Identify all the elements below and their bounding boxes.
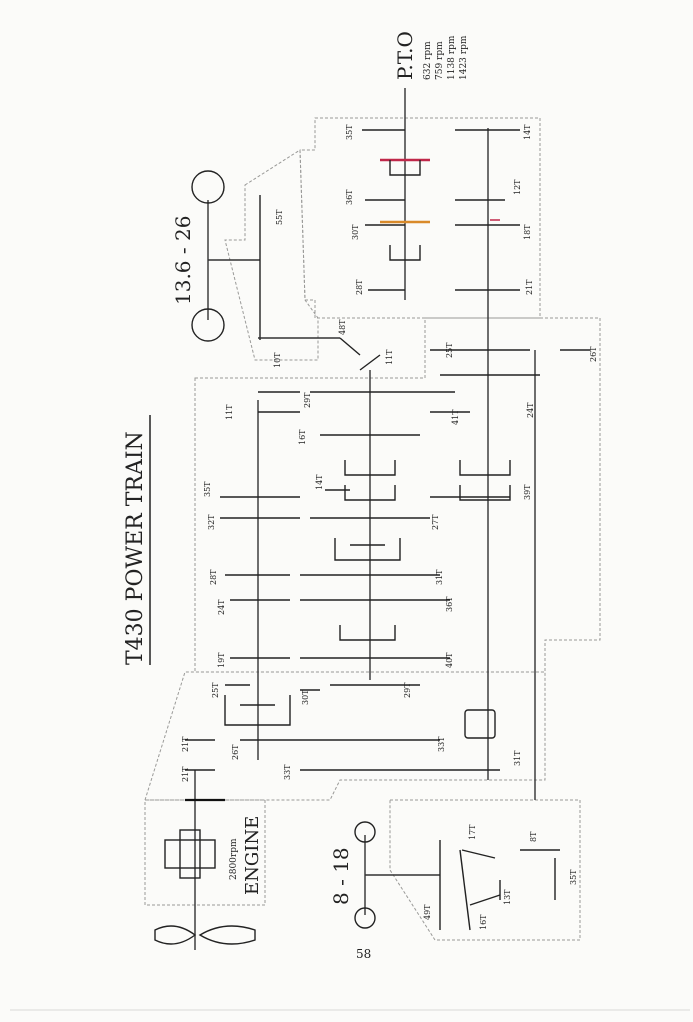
- bevel-48t: [339, 337, 361, 356]
- label-16t: 16T: [298, 429, 307, 445]
- label-29t: 29T: [303, 392, 312, 408]
- label-25t-b: 25T: [211, 682, 220, 698]
- synchro-hi-lo: [344, 460, 396, 501]
- label-40t: 40T: [445, 652, 454, 668]
- label-27t: 27T: [431, 514, 440, 530]
- label-29t-b: 29T: [403, 682, 412, 698]
- gearbox-housing-outline: [194, 317, 601, 673]
- diagram-title: T430 POWER TRAIN: [123, 431, 148, 665]
- rear-axle-housing-outline: [224, 149, 319, 361]
- rear-tire-size: 13.6 - 26: [171, 216, 195, 305]
- front-drive-housing-outline: [389, 799, 581, 941]
- label-32t: 32T: [207, 514, 216, 530]
- page-number: 58: [356, 947, 371, 961]
- pto-speed-2: 759 rpm: [435, 41, 445, 80]
- label-17t: 17T: [468, 824, 477, 840]
- label-8t: 8T: [529, 831, 538, 842]
- front-intermediate-shaft: [459, 849, 471, 931]
- synchro-range: [224, 695, 291, 726]
- fan-blade-right: [198, 925, 256, 945]
- clutch-pack: [179, 829, 201, 879]
- label-21t-b: 21T: [181, 766, 190, 782]
- fan-blade-left: [154, 925, 197, 945]
- label-35t: 35T: [345, 124, 354, 140]
- label-36t-b: 36T: [445, 596, 454, 612]
- flywheel: [164, 839, 216, 869]
- front-gear-17t: [461, 849, 496, 859]
- label-18t: 18T: [523, 224, 532, 240]
- label-41t: 41T: [451, 409, 460, 425]
- label-48t: 48T: [338, 319, 347, 335]
- label-13t: 13T: [503, 889, 512, 905]
- label-25t: 25T: [445, 342, 454, 358]
- pto-speed-4: 1423 rpm: [459, 35, 469, 80]
- engine-speed: 2800rpm: [229, 838, 239, 880]
- label-24t: 24T: [526, 402, 535, 418]
- engine-label: ENGINE: [242, 816, 263, 895]
- label-28t: 28T: [355, 279, 364, 295]
- label-55t: 55T: [275, 209, 284, 225]
- label-26t: 26T: [589, 346, 598, 362]
- label-12t: 12T: [513, 179, 522, 195]
- front-wheel-left: [354, 907, 376, 929]
- pto-label: P.T.O: [393, 31, 417, 80]
- label-30t-b: 30T: [301, 689, 310, 705]
- label-26t-b: 26T: [231, 744, 240, 760]
- label-31t: 31T: [435, 569, 444, 585]
- synchro-3-4: [334, 538, 401, 561]
- rear-wheel-right: [191, 170, 225, 204]
- pto-housing-outline: [299, 117, 541, 319]
- synchro-pto-range: [459, 460, 511, 501]
- label-11t: 11T: [385, 349, 394, 365]
- range-box-housing-outline: [144, 671, 546, 801]
- label-16t-b: 16T: [479, 914, 488, 930]
- label-30t: 30T: [351, 224, 360, 240]
- front-tire-size: 8 - 18: [329, 847, 353, 905]
- rear-wheel-left: [191, 308, 225, 342]
- label-49t: 49T: [423, 904, 432, 920]
- label-35t-b: 35T: [203, 481, 212, 497]
- label-24t-b: 24T: [217, 599, 226, 615]
- pto-speed-1: 632 rpm: [423, 41, 433, 80]
- front-wheel-right: [354, 821, 376, 843]
- label-11t-b: 11T: [225, 404, 234, 420]
- label-14t-b: 14T: [315, 474, 324, 490]
- label-21t-a: 21T: [181, 736, 190, 752]
- front-gear-16t: [469, 894, 501, 906]
- synchro-1-2: [339, 625, 396, 641]
- label-31t-b: 31T: [513, 750, 522, 766]
- label-19t: 19T: [217, 652, 226, 668]
- label-10t: 10T: [273, 352, 282, 368]
- pto-speed-3: 1138 rpm: [447, 35, 457, 80]
- coupling-block: [464, 709, 496, 739]
- bevel-11t: [359, 354, 381, 371]
- label-35t-c: 35T: [569, 869, 578, 885]
- label-33t: 33T: [437, 736, 446, 752]
- label-39t: 39T: [523, 484, 532, 500]
- pto-shift-collars: [389, 160, 421, 261]
- label-14t: 14T: [523, 124, 532, 140]
- label-33t-b: 33T: [283, 764, 292, 780]
- label-21t: 21T: [525, 279, 534, 295]
- label-36t: 36T: [345, 189, 354, 205]
- label-28t-b: 28T: [209, 569, 218, 585]
